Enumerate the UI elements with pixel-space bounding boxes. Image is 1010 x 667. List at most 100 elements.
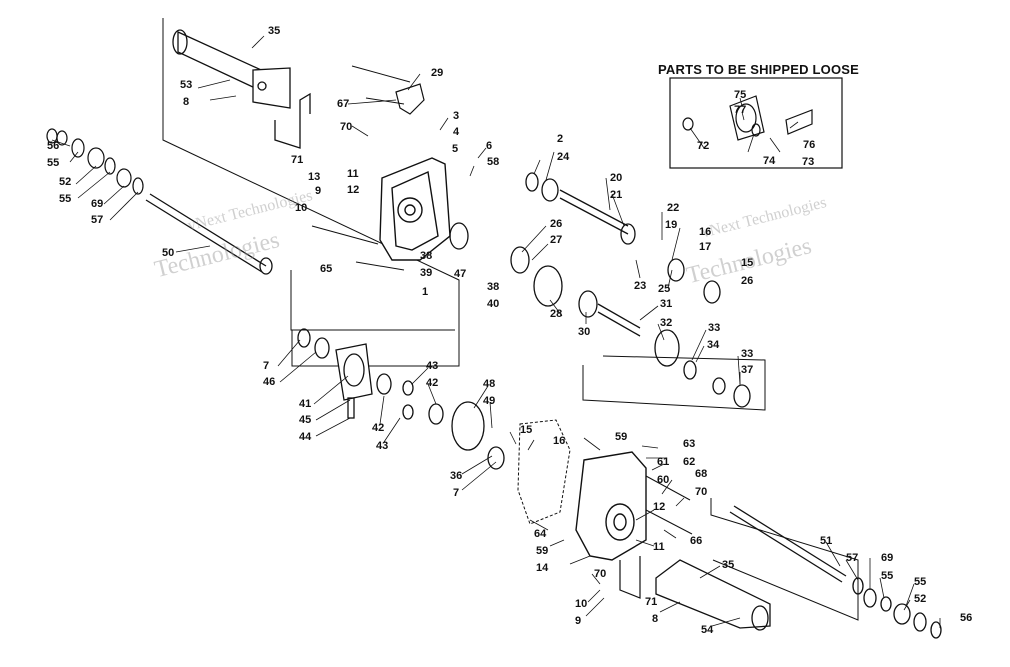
callout-label: 5 (452, 143, 459, 155)
bolt-line (645, 509, 693, 535)
case-gasket (517, 419, 571, 525)
callout-label: 32 (660, 317, 673, 329)
callout-label: 4 (453, 126, 460, 138)
callout-label: 56 (47, 140, 60, 152)
callout-label: 22 (667, 202, 680, 214)
callout-label: 8 (652, 613, 659, 625)
callout-label: 46 (263, 376, 276, 388)
callout-label: 51 (820, 535, 833, 547)
callout-label: 25 (658, 283, 671, 295)
callout-label: 47 (454, 268, 467, 280)
callout-label: 26 (550, 218, 563, 230)
callout-label: 77 (734, 104, 747, 116)
callout-label: 66 (690, 535, 703, 547)
callout-label: 52 (59, 176, 72, 188)
callout-label: 10 (575, 598, 588, 610)
callout-label: 59 (615, 431, 628, 443)
callout-label: 7 (453, 487, 460, 499)
callout-label: 23 (634, 280, 647, 292)
callout-label: 6 (486, 140, 493, 152)
callout-label: 64 (534, 528, 547, 540)
bolt-line (645, 475, 691, 501)
callout-label: 71 (291, 154, 304, 166)
callout-label: 28 (550, 308, 563, 320)
callout-label: 27 (550, 234, 563, 246)
callout-label: 36 (450, 470, 463, 482)
callout-label: 19 (665, 219, 678, 231)
callout-label: 73 (802, 156, 815, 168)
callout-label: 71 (645, 596, 658, 608)
callout-label: 61 (657, 456, 670, 468)
upper-input-shaft (525, 172, 721, 304)
upper-mid-frame (290, 270, 455, 331)
gear-set (449, 222, 751, 408)
callout-label: 38 (420, 250, 433, 262)
callout-label: 13 (308, 171, 321, 183)
callout-label: 30 (578, 326, 591, 338)
callout-label: 53 (180, 79, 193, 91)
lower-bracket (619, 556, 641, 599)
callout-label: 55 (59, 193, 72, 205)
lower-axle-housing (655, 559, 771, 631)
callout-label: 45 (299, 414, 312, 426)
callout-label: 11 (347, 168, 359, 180)
callout-label: 44 (299, 431, 312, 443)
callout-label: 60 (657, 474, 670, 486)
callout-label: 39 (420, 267, 433, 279)
callout-label: 55 (881, 570, 894, 582)
callout-label: 41 (299, 398, 312, 410)
bolt-line (311, 225, 379, 245)
callout-label: 57 (91, 214, 104, 226)
callout-label: 65 (320, 263, 333, 275)
callout-label: 9 (575, 615, 582, 627)
callout-label: 43 (426, 360, 439, 372)
callout-label: 24 (557, 151, 570, 163)
callout-label: 33 (708, 322, 721, 334)
callout-label: 76 (803, 139, 816, 151)
loose-parts-title: PARTS TO BE SHIPPED LOOSE (658, 62, 859, 77)
callout-label: 12 (653, 501, 666, 513)
callout-label: 17 (699, 241, 712, 253)
callout-label: 69 (881, 552, 894, 564)
left-axle-shaft (145, 193, 273, 275)
callout-label: 10 (295, 202, 308, 214)
callout-label: 74 (763, 155, 776, 167)
callout-label: 75 (734, 89, 747, 101)
callout-label: 42 (372, 422, 385, 434)
callout-label: 59 (536, 545, 549, 557)
callout-label: 54 (701, 624, 714, 636)
callout-label: 12 (347, 184, 360, 196)
differential-assembly (297, 328, 505, 470)
callout-label: 34 (707, 339, 720, 351)
callout-label: 29 (431, 67, 444, 79)
callout-label: 8 (183, 96, 190, 108)
callout-label: 68 (695, 468, 708, 480)
callout-label: 38 (487, 281, 500, 293)
upper-bracket (274, 92, 311, 149)
callout-label: 15 (520, 424, 533, 436)
callout-label: 21 (610, 189, 623, 201)
right-lower-frame (582, 355, 766, 411)
callout-label: 70 (695, 486, 708, 498)
callout-label: 72 (697, 140, 710, 152)
callout-label: 70 (594, 568, 607, 580)
callout-label: 33 (741, 348, 754, 360)
callout-label: 42 (426, 377, 439, 389)
bolt-line (355, 261, 405, 271)
callout-label: 16 (699, 226, 712, 238)
loose-parts-box (669, 77, 843, 169)
callout-label: 11 (653, 541, 665, 553)
left-bearing-stack (46, 128, 144, 195)
callout-label: 37 (741, 364, 754, 376)
right-lower-frame-2 (710, 498, 859, 621)
upper-case-half (379, 157, 451, 261)
leader-lines (51, 35, 941, 628)
callout-label: 7 (263, 360, 270, 372)
callout-label: 50 (162, 247, 175, 259)
callout-label: 3 (453, 110, 460, 122)
callout-label: 62 (683, 456, 696, 468)
callout-label: 15 (741, 257, 754, 269)
callout-label: 26 (741, 275, 754, 287)
